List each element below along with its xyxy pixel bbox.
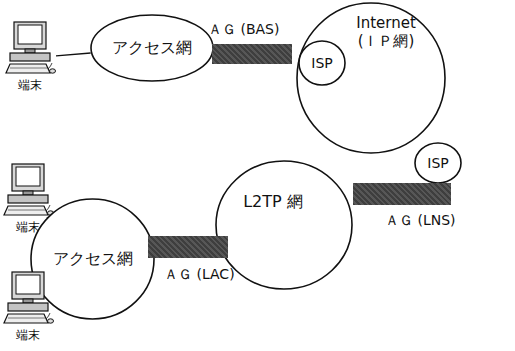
- monitor-case: [12, 272, 44, 299]
- ellipse-shape: [299, 41, 345, 85]
- access-network-ellipse: アクセス網: [30, 198, 155, 320]
- node-label: ＡＧ (LAC): [164, 266, 235, 283]
- node-label: 端末: [18, 78, 42, 92]
- ellipse-outline: [215, 160, 353, 290]
- node-label: Internet (ＩＰ網): [344, 14, 428, 50]
- connector-line: [56, 53, 91, 56]
- mouse: [50, 69, 56, 73]
- keyboard: [6, 64, 50, 73]
- isp-circle: ISP: [414, 142, 462, 184]
- ellipse-shape: [297, 3, 445, 153]
- monitor-stand: [23, 191, 33, 195]
- keyboard-keys: [10, 68, 47, 69]
- terminal-node: 端末: [2, 270, 54, 346]
- access-gateway-bar: ＡＧ (LAC): [148, 236, 228, 258]
- keyboard: [4, 206, 48, 215]
- access-network-ellipse: アクセス網: [90, 14, 214, 82]
- node-label: ＡＧ (LNS): [385, 212, 456, 229]
- internet-circle: Internet (ＩＰ網)ISPISP: [296, 2, 446, 154]
- access-gateway-bar: ＡＧ (LNS): [353, 183, 451, 205]
- gateway-bar-fill: [353, 183, 451, 205]
- mouse-cord: [48, 63, 52, 69]
- cpu-box: [8, 303, 48, 311]
- gateway-bar-fill: [148, 236, 228, 258]
- monitor-screen: [18, 25, 42, 44]
- l2tp-network-ellipse: L2TP 網: [215, 160, 353, 290]
- node-label: ＡＧ (BAS): [208, 21, 279, 38]
- monitor-case: [12, 164, 44, 191]
- node-label: ISP: [311, 55, 332, 72]
- node-label: アクセス網: [53, 249, 133, 268]
- terminal-node: 端末: [4, 20, 56, 96]
- node-label: アクセス網: [112, 38, 192, 57]
- keyboard-keys: [8, 318, 45, 319]
- ellipse-shape: [216, 161, 352, 289]
- ellipse-shape: [415, 143, 461, 183]
- monitor-screen: [16, 167, 40, 186]
- ellipse-shape: [31, 199, 154, 319]
- access-gateway-bar: ＡＧ (BAS): [212, 44, 292, 64]
- keyboard-keys: [8, 210, 45, 211]
- computer-icon: [2, 270, 54, 326]
- cpu-box: [10, 53, 50, 61]
- mouse-cord: [46, 313, 50, 319]
- keyboard: [4, 314, 48, 323]
- node-label: ISP: [427, 155, 448, 172]
- computer-icon: [2, 162, 54, 218]
- ellipse-shape: [91, 15, 213, 81]
- monitor-screen: [16, 275, 40, 294]
- isp-circle: ISP: [298, 40, 346, 86]
- gateway-bar-fill: [212, 44, 292, 64]
- computer-icon: [4, 20, 56, 76]
- node-label: L2TP 網: [243, 192, 303, 211]
- mouse-cord: [46, 205, 50, 211]
- connector-stroke: [56, 53, 91, 56]
- monitor-case: [14, 22, 46, 49]
- cpu-box: [8, 195, 48, 203]
- node-label: 端末: [16, 328, 40, 342]
- mouse: [48, 319, 54, 323]
- monitor-stand: [23, 299, 33, 303]
